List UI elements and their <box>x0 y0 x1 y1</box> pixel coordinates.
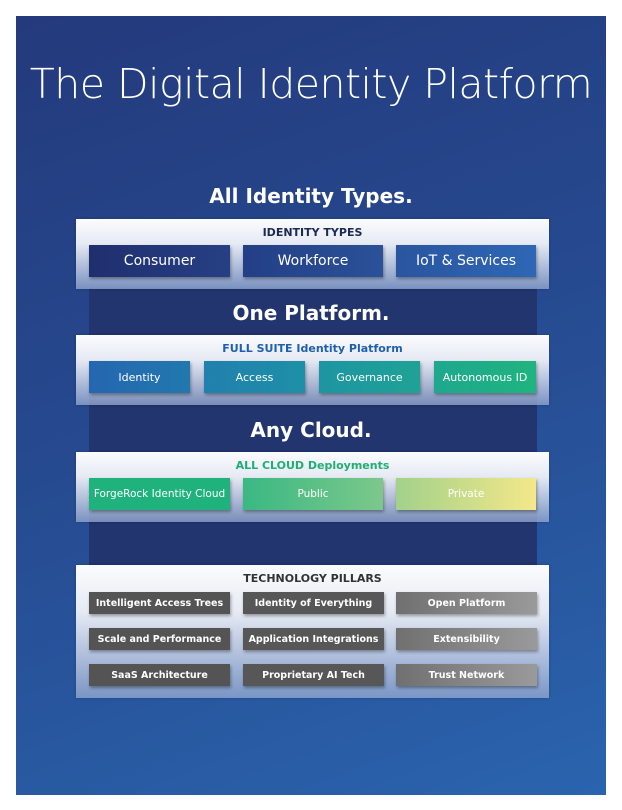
pillar: Scale and Performance <box>89 628 230 650</box>
pillar: Trust Network <box>396 664 537 686</box>
type-consumer: Consumer <box>89 245 230 277</box>
pillar: Intelligent Access Trees <box>89 592 230 614</box>
cloud-panel: ALL CLOUD Deployments ForgeRock Identity… <box>76 452 549 522</box>
heading-identity-types: All Identity Types. <box>209 184 413 208</box>
pillar: SaaS Architecture <box>89 664 230 686</box>
pillar: Application Integrations <box>243 628 384 650</box>
panel-title: IDENTITY TYPES <box>262 226 363 239</box>
heading-one-platform: One Platform. <box>232 301 390 325</box>
page-title: The Digital Identity Platform <box>29 60 593 108</box>
identity-types-panel: IDENTITY TYPES Consumer Workforce IoT & … <box>76 219 549 289</box>
technology-pillars-panel: TECHNOLOGY PILLARS Intelligent Access Tr… <box>76 565 549 698</box>
pillar: Proprietary AI Tech <box>243 664 384 686</box>
pillar: Extensibility <box>396 628 537 650</box>
cloud-private: Private <box>396 478 536 510</box>
suite-identity: Identity <box>89 361 190 393</box>
full-suite-panel: FULL SUITE Identity Platform Identity Ac… <box>76 335 549 405</box>
heading-any-cloud: Any Cloud. <box>250 418 372 442</box>
cloud-public: Public <box>243 478 383 510</box>
panel-title: ALL CLOUD Deployments <box>235 459 390 472</box>
panel-title: TECHNOLOGY PILLARS <box>243 572 382 585</box>
panel-title: FULL SUITE Identity Platform <box>222 342 403 355</box>
type-workforce: Workforce <box>243 245 383 277</box>
suite-access: Access <box>204 361 305 393</box>
type-iot-services: IoT & Services <box>396 245 536 277</box>
suite-autonomous-id: Autonomous ID <box>434 361 536 393</box>
pillar: Identity of Everything <box>243 592 384 614</box>
pillar: Open Platform <box>396 592 537 614</box>
cloud-forgerock: ForgeRock Identity Cloud <box>89 478 230 510</box>
suite-governance: Governance <box>319 361 420 393</box>
